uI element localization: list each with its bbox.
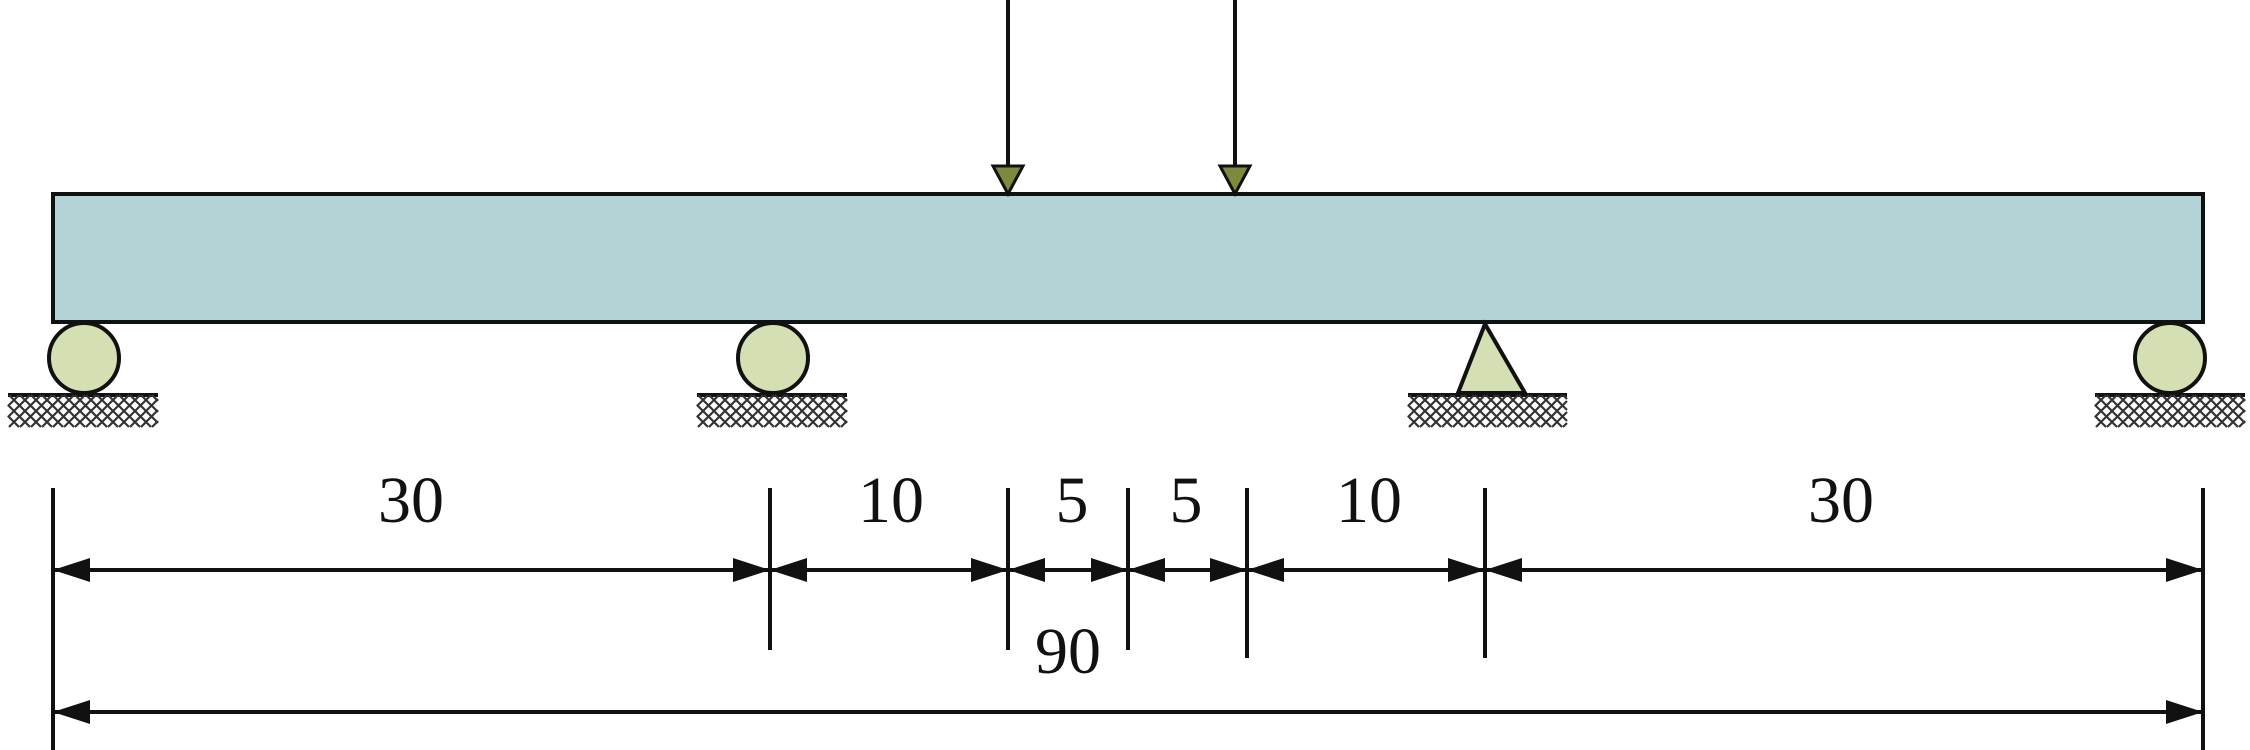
- pin-support: [1407, 319, 1568, 428]
- ground-hatch: [696, 394, 848, 428]
- dimension-arrowhead: [1128, 558, 1165, 582]
- segment-label: 5: [1170, 464, 1203, 537]
- roller-support: [696, 321, 848, 428]
- dimension-arrowhead: [53, 558, 90, 582]
- ground-hatch: [1407, 394, 1568, 428]
- dimension-arrowhead: [2166, 700, 2203, 724]
- total-label: 90: [1035, 615, 1101, 688]
- dimension-arrowhead: [53, 700, 90, 724]
- dimension-arrowhead: [1247, 558, 1284, 582]
- segment-label: 30: [1808, 464, 1874, 537]
- dimension-arrowhead: [2166, 558, 2203, 582]
- segment-label: 10: [1336, 464, 1402, 537]
- segment-label: 5: [1056, 464, 1089, 537]
- segment-dimension-lines: [53, 558, 2203, 582]
- roller-support: [7, 321, 159, 428]
- dimension-arrowhead: [1485, 558, 1522, 582]
- dimension-arrowhead: [770, 558, 807, 582]
- ground-hatch: [7, 394, 159, 428]
- segment-label: 30: [378, 464, 444, 537]
- load-arrow: [1217, 0, 1253, 198]
- roller-support: [2094, 321, 2246, 428]
- beam: [51, 192, 2205, 324]
- ground-hatch: [2094, 394, 2246, 428]
- load-arrow: [990, 0, 1026, 198]
- dimension-arrowhead: [1091, 558, 1128, 582]
- dimension-arrowhead: [1008, 558, 1045, 582]
- segment-label: 10: [858, 464, 924, 537]
- dimension-arrowhead: [971, 558, 1008, 582]
- dimension-arrowhead: [1210, 558, 1247, 582]
- dimension-arrowhead: [1448, 558, 1485, 582]
- dimension-arrowhead: [733, 558, 770, 582]
